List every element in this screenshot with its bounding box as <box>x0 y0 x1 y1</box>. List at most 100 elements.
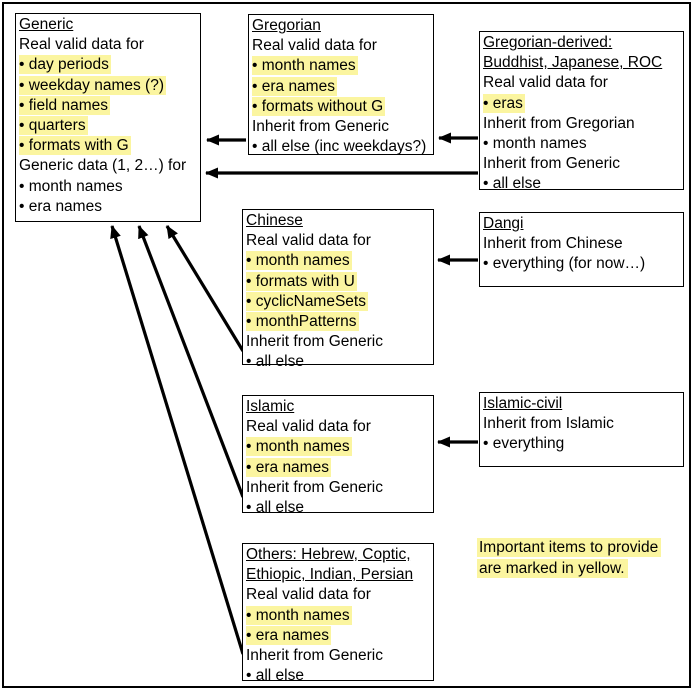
diagram-text-line: Real valid data for <box>483 73 680 93</box>
highlighted-text: • field names <box>19 95 110 115</box>
text: Inherit from Gregorian <box>483 114 635 132</box>
diagram-text-line: • quarters <box>19 116 197 136</box>
diagram-text-line: Gregorian-derived: <box>483 33 680 53</box>
text: Gregorian <box>252 17 321 34</box>
text: • everything (for now…) <box>483 255 646 273</box>
diagram-text-line: Inherit from Gregorian <box>483 114 680 134</box>
text: Real valid data for <box>483 74 608 92</box>
diagram-text-line: • weekday names (?) <box>19 75 197 96</box>
diagram-text-line: • month names <box>246 251 430 271</box>
diagram-text-line: • era names <box>246 457 430 478</box>
text: Islamic-civil <box>483 395 563 412</box>
text: Inherit from Generic <box>246 647 383 665</box>
diagram-text-line: • all else <box>246 498 430 518</box>
diagram-text-line: Inherit from Generic <box>483 154 680 174</box>
text: Generic <box>19 16 74 33</box>
diagram-text-line: • all else <box>246 666 430 686</box>
text: Buddhist, Japanese, ROC <box>483 54 663 72</box>
highlighted-text: • eras <box>483 93 525 113</box>
diagram-text-line: • era names <box>252 76 430 97</box>
diagram-text-line: • era names <box>246 625 430 646</box>
diagram-text-line: Ethiopic, Indian, Persian <box>246 565 430 585</box>
diagram-text-line: • monthPatterns <box>246 312 430 332</box>
text: Generic data (1, 2…) for <box>19 157 187 175</box>
diagram-text-line: • month names <box>483 134 680 154</box>
diagram-text-line: Inherit from Generic <box>252 117 430 137</box>
diagram-text-line: Dangi <box>483 214 680 234</box>
text: Real valid data for <box>246 418 371 436</box>
highlighted-text: • weekday names (?) <box>19 75 166 95</box>
outer-border <box>2 2 691 688</box>
highlighted-text: Important items to provide <box>477 538 662 557</box>
diagram-text-line: Inherit from Generic <box>246 646 430 666</box>
diagram-text-line: Buddhist, Japanese, ROC <box>483 53 680 73</box>
highlighted-text: • era names <box>246 625 331 645</box>
text: Inherit from Islamic <box>483 415 614 433</box>
text: • all else (inc weekdays?) <box>252 138 427 156</box>
text: Chinese <box>246 212 303 229</box>
diagram-text-line: • everything (for now…) <box>483 254 680 274</box>
diagram-text-line: Gregorian <box>252 16 430 36</box>
highlighted-text: • era names <box>246 457 331 477</box>
text: • everything <box>483 435 565 453</box>
diagram-text-line: • month names <box>246 437 430 457</box>
text: Inherit from Generic <box>246 333 383 351</box>
yellow-note: Important items to provide are marked in … <box>477 537 687 583</box>
highlighted-text: • formats without G <box>252 96 386 116</box>
diagram-text-line: Chinese <box>246 211 430 231</box>
text: Real valid data for <box>246 586 371 604</box>
diagram-text-line: Real valid data for <box>246 231 430 251</box>
highlighted-text: • month names <box>246 605 352 625</box>
diagram-text-line: Islamic <box>246 397 430 417</box>
text: Inherit from Generic <box>483 155 620 173</box>
diagram-text-line: • everything <box>483 434 680 454</box>
text: • month names <box>19 177 123 195</box>
diagram-text-line: Generic <box>19 15 197 35</box>
diagram-text-line: Real valid data for <box>252 36 430 56</box>
diagram-text-line: • month names <box>252 56 430 76</box>
diagram-text-line: • all else <box>483 174 680 194</box>
highlighted-text: • monthPatterns <box>246 312 359 332</box>
text: Inherit from Chinese <box>483 235 623 253</box>
diagram-text-line: Real valid data for <box>19 35 197 55</box>
diagram-text-line: Generic data (1, 2…) for <box>19 156 197 176</box>
highlighted-text: are marked in yellow. <box>477 559 628 578</box>
text: Inherit from Generic <box>246 478 383 496</box>
highlighted-text: • quarters <box>19 116 88 136</box>
text: Inherit from Generic <box>252 118 389 136</box>
diagram-text-line: Others: Hebrew, Coptic, <box>246 545 430 565</box>
diagram-text-line: • formats without G <box>252 96 430 117</box>
diagram-text-line: • day periods <box>19 55 197 75</box>
diagram-text-line: are marked in yellow. <box>477 558 687 579</box>
diagram-text-line: • field names <box>19 95 197 116</box>
highlighted-text: • era names <box>252 76 337 96</box>
diagram-text-line: Inherit from Generic <box>246 478 430 498</box>
text: • era names <box>19 197 102 215</box>
box-others: Others: Hebrew, Coptic, Ethiopic, Indian,… <box>242 543 434 684</box>
diagram-text-line: Real valid data for <box>246 417 430 437</box>
diagram-text-line: • month names <box>246 605 430 626</box>
diagram-text-line: • era names <box>19 197 197 217</box>
diagram-text-line: • formats with U <box>246 271 430 292</box>
highlighted-text: • month names <box>252 56 358 76</box>
text: Real valid data for <box>19 36 144 54</box>
diagram-text-line: • all else <box>246 352 430 372</box>
highlighted-text: • formats with U <box>246 271 357 291</box>
diagram-text-line: • cyclicNameSets <box>246 291 430 312</box>
text: Real valid data for <box>246 232 371 250</box>
highlighted-text: • month names <box>246 437 352 457</box>
text: Others: Hebrew, Coptic, <box>246 546 411 563</box>
diagram-text-line: • eras <box>483 93 680 114</box>
diagram-text-line: Important items to provide <box>477 537 687 558</box>
text: • month names <box>483 135 587 153</box>
diagram-text-line: Islamic-civil <box>483 394 680 414</box>
diagram-text-line: Inherit from Generic <box>246 332 430 352</box>
diagram-text-line: • month names <box>19 177 197 197</box>
text: • all else <box>483 175 541 193</box>
